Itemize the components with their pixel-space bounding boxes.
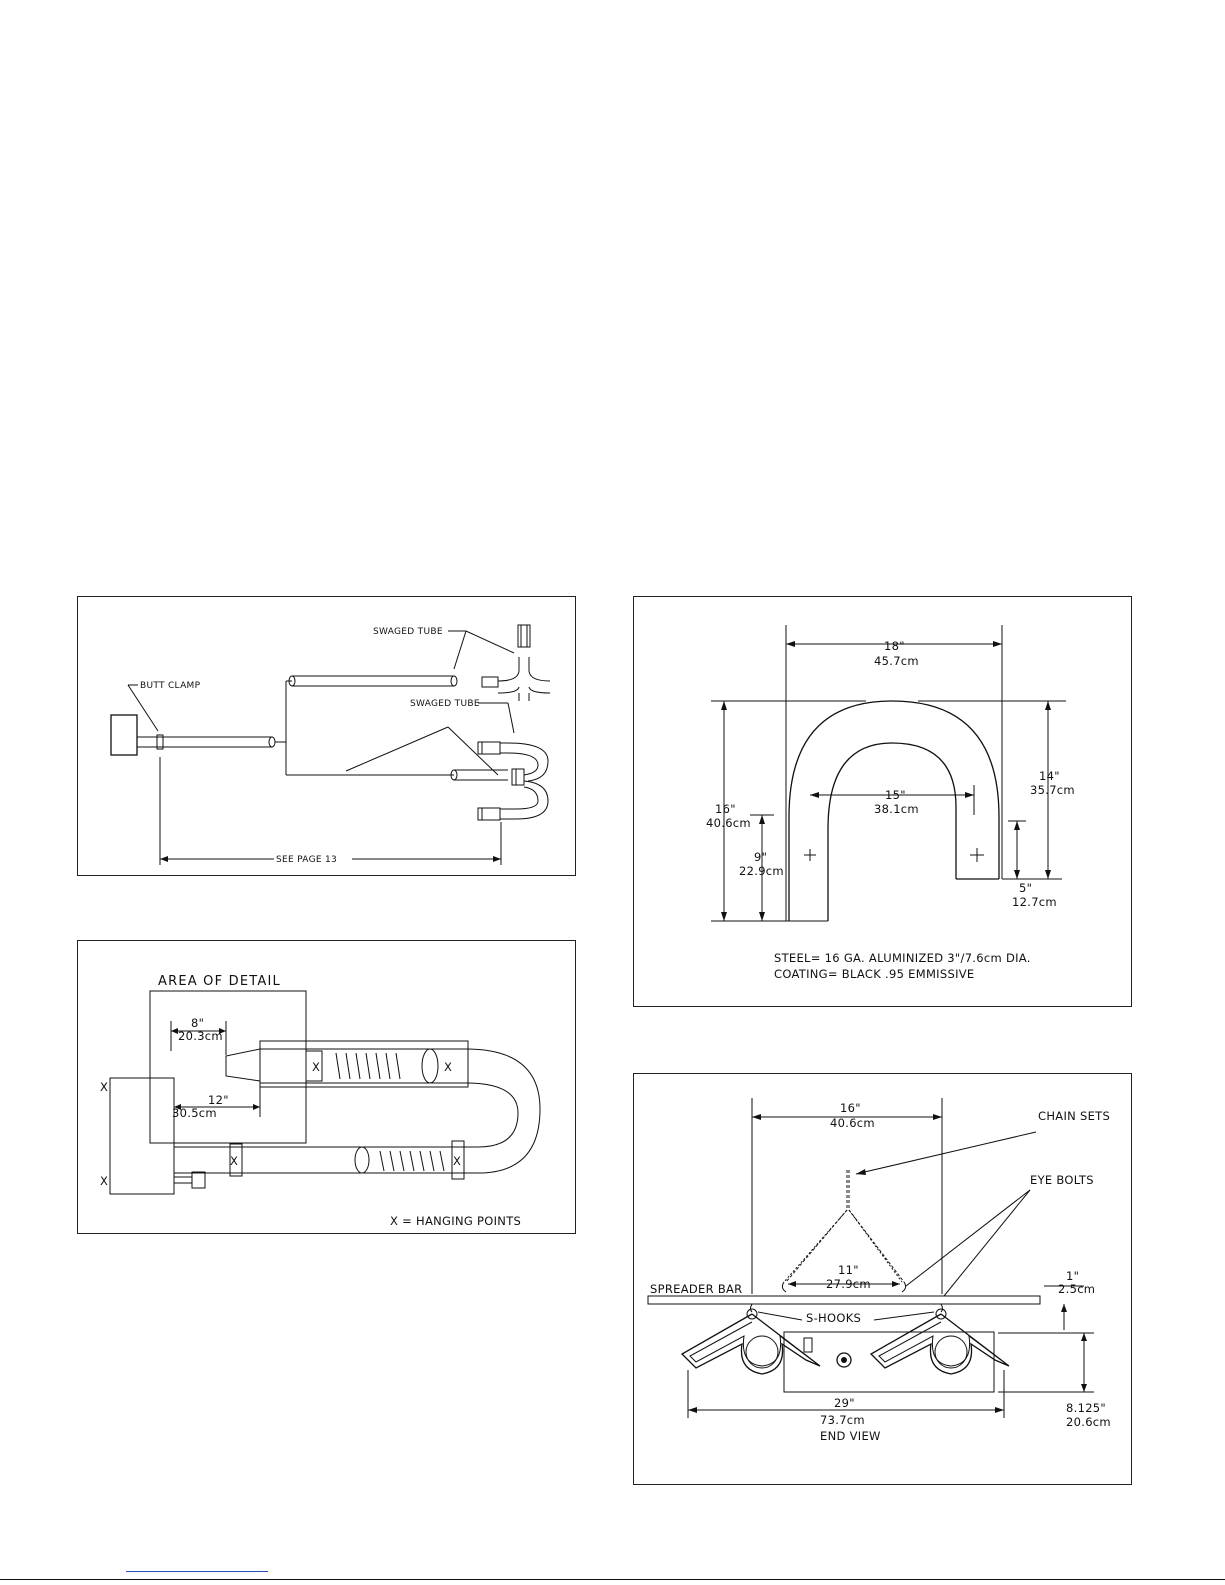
end-view-label: END VIEW (820, 1429, 881, 1443)
area-of-detail-box (149, 990, 307, 1144)
see-page-label: SEE PAGE 13 (276, 855, 337, 865)
chain-sets-label: CHAIN SETS (1038, 1109, 1110, 1123)
dim-18-cm: 45.7cm (874, 654, 919, 668)
dim-8-in: 8" (191, 1016, 204, 1030)
dim-29-in: 29" (834, 1396, 855, 1410)
u-bend-drawing: 18" 45.7cm 15" 38.1cm 16" 40.6cm 9" 22.9… (706, 625, 1075, 981)
dim-1-in: 1" (1066, 1269, 1079, 1283)
piping-layout-diagram: SWAGED TUBE SWAGED TUBE BUTT CLAMP SEE P… (77, 596, 576, 876)
hanging-point-x: X (312, 1060, 320, 1074)
dim-9-cm: 22.9cm (739, 864, 784, 878)
dim-16-in: 16" (840, 1101, 861, 1115)
hanging-point-x: X (444, 1060, 452, 1074)
butt-clamp-label: BUTT CLAMP (140, 681, 201, 691)
end-view-diagram: 16" 40.6cm CHAIN SETS EYE BOLTS 11" 27.9… (633, 1073, 1132, 1485)
end-view-drawing: 16" 40.6cm CHAIN SETS EYE BOLTS 11" 27.9… (647, 1098, 1111, 1443)
spreader-bar-label: SPREADER BAR (650, 1282, 742, 1296)
hanging-points-diagram: AREA OF DETAIL 8" 20.3cm 12" 30.5cm X X … (77, 940, 576, 1234)
dim-1-cm: 2.5cm (1058, 1282, 1095, 1296)
dim-9-in: 9" (754, 850, 767, 864)
s-hooks-label: S-HOOKS (806, 1311, 861, 1325)
u-bend-dimension-diagram: 18" 45.7cm 15" 38.1cm 16" 40.6cm 9" 22.9… (633, 596, 1132, 1007)
hanging-point-x: X (100, 1174, 108, 1188)
hanging-point-x: X (100, 1080, 108, 1094)
dim-8125-cm: 20.6cm (1066, 1415, 1111, 1429)
dim-14-cm: 35.7cm (1030, 783, 1075, 797)
swaged-tube-top (517, 624, 531, 648)
steel-spec-note: STEEL= 16 GA. ALUMINIZED 3"/7.6cm DIA. (774, 951, 1031, 965)
dim-5-in: 5" (1019, 881, 1032, 895)
swaged-tube-top-label: SWAGED TUBE (373, 627, 443, 637)
dim-16-in: 16" (715, 802, 736, 816)
dim-5-cm: 12.7cm (1012, 895, 1057, 909)
area-of-detail-label: AREA OF DETAIL (158, 974, 281, 989)
eye-bolts-label: EYE BOLTS (1030, 1173, 1094, 1187)
dim-8-cm: 20.3cm (178, 1029, 223, 1043)
hanging-point-x: X (453, 1154, 461, 1168)
dim-15-in: 15" (885, 788, 906, 802)
dim-11-in: 11" (838, 1263, 859, 1277)
bottom-rule (0, 1579, 1225, 1580)
burner-box (109, 1077, 175, 1195)
tube-end (268, 736, 276, 748)
dim-16-cm: 40.6cm (706, 816, 751, 830)
hanging-points-drawing: AREA OF DETAIL 8" 20.3cm 12" 30.5cm X X … (100, 974, 541, 1228)
hanging-point-x: X (230, 1154, 238, 1168)
dim-11-cm: 27.9cm (826, 1277, 871, 1291)
burner-box (110, 714, 138, 756)
butt-clamp (156, 734, 164, 750)
swaged-tube-mid-label: SWAGED TUBE (410, 699, 480, 709)
piping-layout-drawing: SWAGED TUBE SWAGED TUBE BUTT CLAMP SEE P… (110, 624, 551, 865)
dim-16-cm: 40.6cm (830, 1116, 875, 1130)
dim-14-in: 14" (1039, 769, 1060, 783)
page-link-underline[interactable] (126, 1571, 268, 1572)
dim-12-in: 12" (208, 1093, 229, 1107)
coating-spec-note: COATING= BLACK .95 EMMISSIVE (774, 967, 975, 981)
dim-12-cm: 30.5cm (172, 1106, 217, 1120)
heater-housing (783, 1331, 995, 1393)
hanging-points-note: X = HANGING POINTS (390, 1214, 521, 1228)
dim-18-in: 18" (884, 639, 905, 653)
dim-8125-in: 8.125" (1066, 1401, 1106, 1415)
dim-15-cm: 38.1cm (874, 802, 919, 816)
spreader-bar (647, 1295, 1041, 1305)
dim-29-cm: 73.7cm (820, 1413, 865, 1427)
